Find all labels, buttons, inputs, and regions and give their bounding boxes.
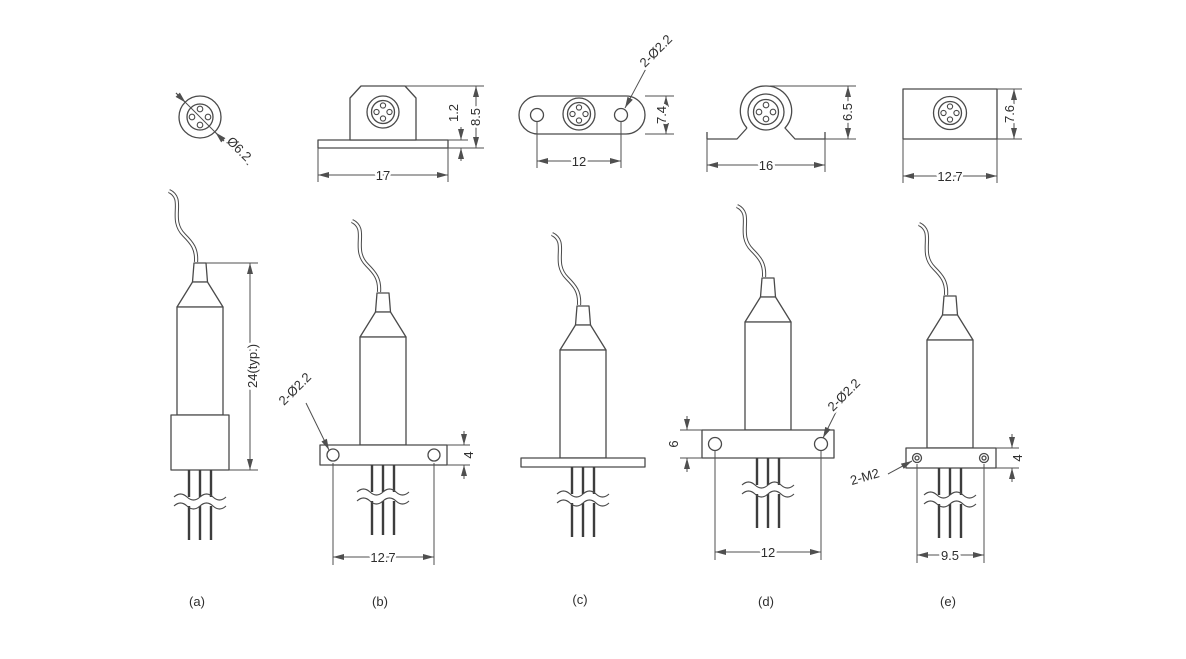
figure-b-top-view: 1.2 8.5 17 <box>317 85 486 185</box>
screw-hole-left-thread <box>914 455 920 461</box>
figure-b-side-view: 2-Ø2.2 4 12.7 <box>273 221 479 567</box>
can-inner-ring <box>566 101 592 127</box>
figure-a: Ø6.2 24(typ.) (a) <box>169 92 263 609</box>
can-inner-ring <box>186 103 214 131</box>
package-body <box>352 221 406 445</box>
dim-c-holes: 2-Ø2.2 <box>636 31 675 70</box>
flange-hole-right <box>613 107 629 123</box>
screw-hole-right <box>978 452 990 464</box>
leads <box>555 465 611 539</box>
dim-e-hole-spacing: 9.5 <box>941 548 959 563</box>
holes-leader-line <box>624 62 650 109</box>
caption-d: (d) <box>758 594 774 609</box>
dim-d-flange-height: 6 <box>666 440 681 447</box>
flange <box>701 429 835 459</box>
base-plate <box>520 457 646 468</box>
figure-c-top-view: 2-Ø2.2 7.4 12 <box>518 29 678 171</box>
dim-d-width: 16 <box>759 158 773 173</box>
caption-b: (b) <box>372 594 388 609</box>
dim-b-flange-thickness: 1.2 <box>446 104 461 122</box>
dim-e-height: 7.6 <box>1002 105 1017 123</box>
screws-leader-line <box>887 460 913 475</box>
dim-d-height: 6.5 <box>840 103 855 121</box>
screw-hole-left <box>911 452 923 464</box>
flange-hole-right <box>813 436 829 452</box>
package-body <box>552 234 606 458</box>
dim-a-length: 24(typ.) <box>245 344 260 388</box>
can-inner-ring <box>370 99 396 125</box>
holes-leader-line <box>822 407 839 439</box>
flange-hole-left <box>707 436 723 452</box>
screw-hole-right-thread <box>981 455 987 461</box>
dim-b-flange-height: 4 <box>461 451 476 458</box>
dim-c-height: 7.4 <box>654 106 669 124</box>
leads <box>740 456 796 530</box>
package-base <box>170 414 230 471</box>
dim-d-holes: 2-Ø2.2 <box>824 375 863 414</box>
figure-d: 6.5 16 2-Ø2.2 6 12 (d) <box>664 85 866 609</box>
flange-plate <box>317 139 449 149</box>
leads <box>355 463 411 537</box>
leads <box>922 466 978 540</box>
package-body <box>169 191 223 415</box>
figure-e-top-view: 7.6 12.7 <box>902 88 1022 186</box>
package-body <box>737 206 791 430</box>
dim-e-width: 12.7 <box>937 169 962 184</box>
flange-hole-left <box>326 448 340 462</box>
diameter-arrow-upper <box>175 92 186 103</box>
flange-hole-left <box>529 107 545 123</box>
dim-c-hole-spacing: 12 <box>572 154 586 169</box>
bracket-outline <box>706 85 826 140</box>
figure-e: 7.6 12.7 2-M2 4 9.5 (e) <box>846 88 1028 609</box>
figure-e-side-view: 2-M2 4 9.5 <box>846 224 1028 565</box>
dim-b-width: 17 <box>376 168 390 183</box>
figure-b: 1.2 8.5 17 2-Ø2.2 4 12.7 <box>273 85 486 609</box>
caption-e: (e) <box>940 594 956 609</box>
dim-b-holes: 2-Ø2.2 <box>275 369 314 408</box>
dim-a-diameter: Ø6.2 <box>224 134 255 165</box>
can-inner-ring <box>937 100 963 126</box>
figure-a-top-view: Ø6.2 <box>175 92 257 167</box>
can-inner-ring <box>752 98 780 126</box>
leads <box>172 468 228 542</box>
caption-c: (c) <box>572 592 587 607</box>
dim-d-hole-spacing: 12 <box>761 545 775 560</box>
can-pins <box>755 101 777 123</box>
dim-b-hole-spacing: 12.7 <box>370 550 395 565</box>
figure-c-side-view <box>520 234 646 539</box>
figure-d-top-view: 6.5 16 <box>706 85 858 175</box>
package-body <box>919 224 973 448</box>
dim-e-screws: 2-M2 <box>848 465 881 488</box>
figure-a-side-view: 24(typ.) <box>169 191 263 542</box>
dim-e-flange-height: 4 <box>1010 454 1025 461</box>
caption-a: (a) <box>189 594 205 609</box>
dim-b-height: 8.5 <box>468 108 483 126</box>
can-pins <box>188 105 212 129</box>
flange-hole-right <box>427 448 441 462</box>
figure-c: 2-Ø2.2 7.4 12 (c) <box>518 29 678 607</box>
diameter-arrow-lower <box>215 132 240 157</box>
figure-d-side-view: 2-Ø2.2 6 12 <box>664 206 866 562</box>
holes-leader-line <box>305 402 330 451</box>
